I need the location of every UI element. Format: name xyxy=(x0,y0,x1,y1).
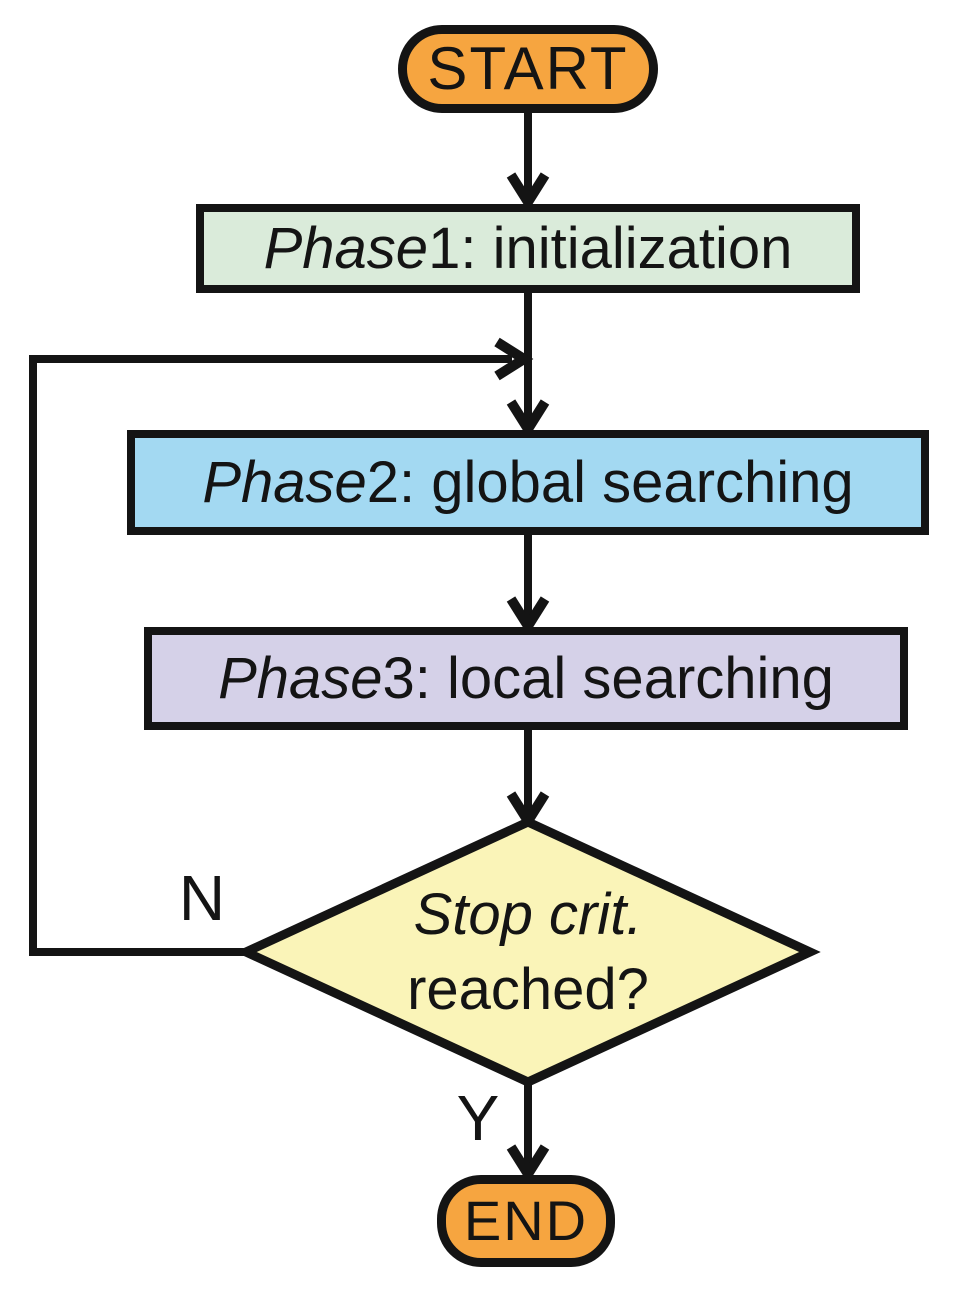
decision-line2: reached? xyxy=(407,957,649,1022)
end-node: END xyxy=(437,1175,615,1267)
phase2-label-prefix: Phase xyxy=(202,449,367,515)
branch-yes-label: Y xyxy=(456,1082,500,1154)
start-node: START xyxy=(398,25,658,113)
phase1-label-prefix: Phase xyxy=(263,215,429,281)
phase3-node: Phase 3: local searching xyxy=(144,627,908,730)
phase1-node: Phase 1: initialization xyxy=(196,204,860,293)
phase2-node: Phase 2: global searching xyxy=(127,430,929,535)
phase2-label-text: 2: global searching xyxy=(366,449,854,515)
decision-line1: Stop crit. xyxy=(413,882,643,947)
branch-no-label: N xyxy=(178,862,226,934)
arrowhead-into-decision xyxy=(506,791,550,831)
phase3-label-text: 3: local searching xyxy=(382,645,834,711)
decision-node-label: Stop crit. reached? xyxy=(246,845,810,1059)
arrowhead-into-phase3 xyxy=(506,596,550,636)
arrowhead-into-phase2 xyxy=(506,399,550,439)
start-label: START xyxy=(427,35,629,102)
arrowhead-loopback-junction xyxy=(494,337,534,381)
phase3-label-prefix: Phase xyxy=(218,645,383,711)
end-label: END xyxy=(463,1189,589,1252)
phase1-label-text: 1: initialization xyxy=(428,215,793,281)
arrowhead-into-end xyxy=(506,1144,550,1184)
arrowhead-into-phase1 xyxy=(506,172,550,212)
